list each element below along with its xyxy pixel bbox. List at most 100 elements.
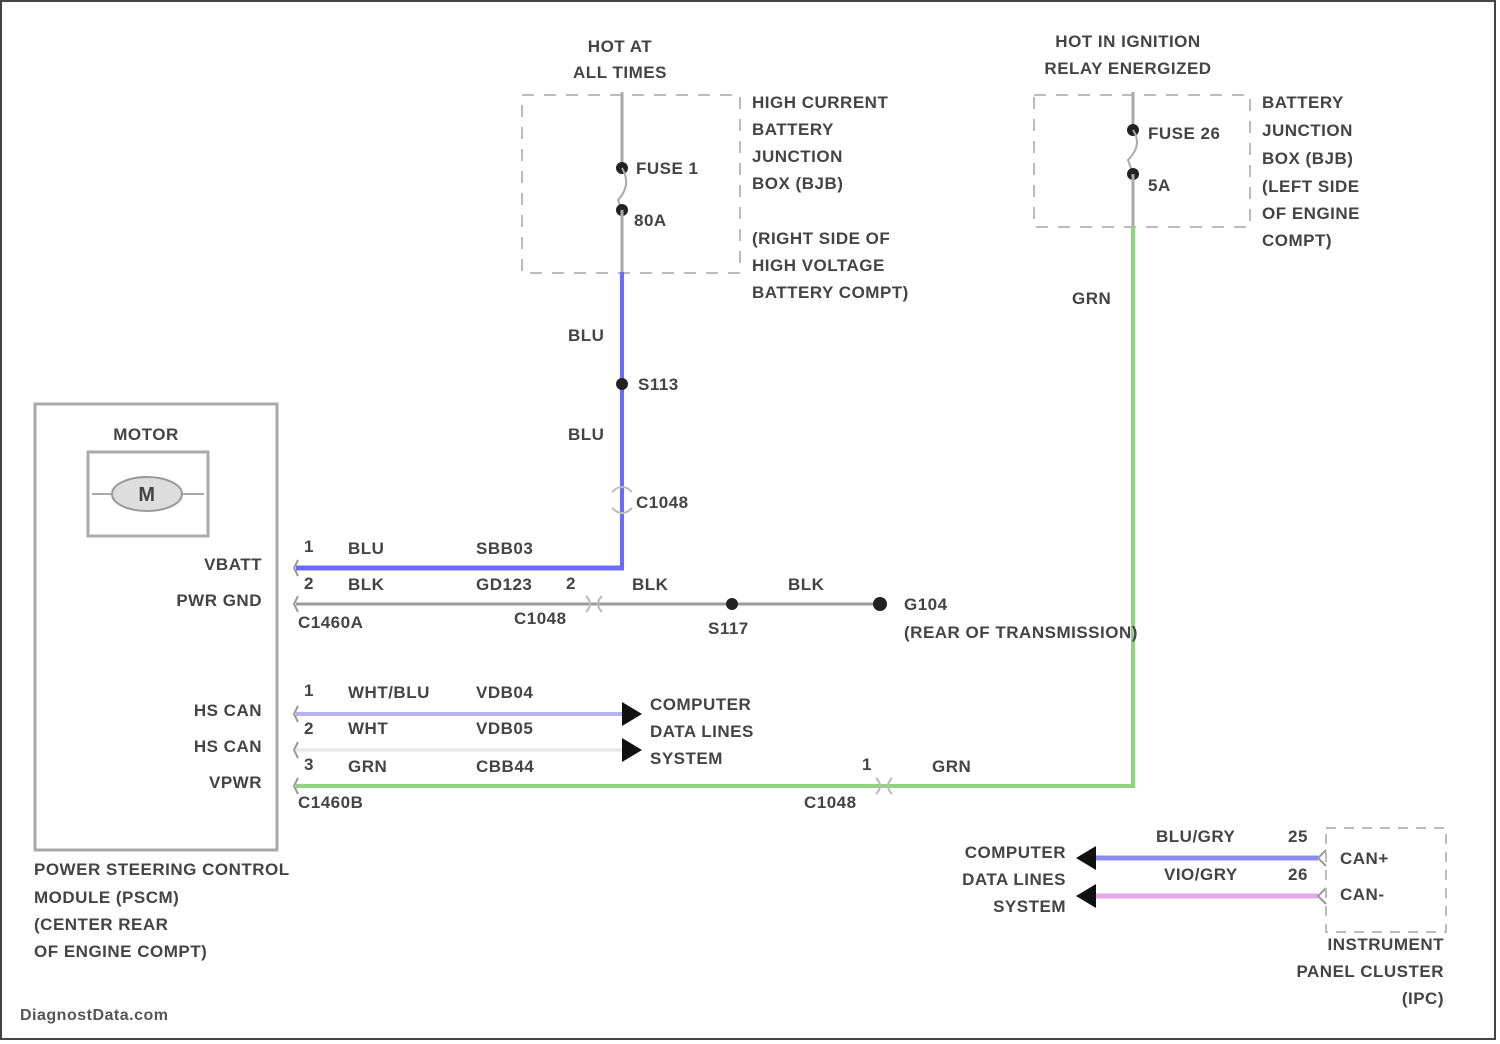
data-lines-line: COMPUTER <box>650 695 751 714</box>
vbatt-pin: 1 <box>304 537 314 556</box>
arrow-left-icon <box>1076 884 1096 908</box>
hscan-color-2: WHT <box>348 719 388 738</box>
ipc-name-line: INSTRUMENT <box>1328 935 1445 954</box>
connector-ipc-icon <box>1316 849 1327 905</box>
motor-label: MOTOR <box>113 425 178 444</box>
pscm-name-line: OF ENGINE COMPT) <box>34 942 207 961</box>
hscan-color-1: WHT/BLU <box>348 683 430 702</box>
gnd-color: BLK <box>348 575 385 594</box>
connector-c1460b-label: C1460B <box>298 793 363 812</box>
pin-label-hs-can-2: HS CAN <box>194 737 262 756</box>
fuse-26-icon <box>1126 129 1138 175</box>
arrow-right-icon <box>622 738 642 762</box>
pscm-name-line: (CENTER REAR <box>34 915 168 934</box>
pscm-name: POWER STEERING CONTROL MODULE (PSCM) (CE… <box>34 860 290 961</box>
bjb-desc-line: COMPT) <box>1262 231 1332 250</box>
hcbjb-desc-line: BOX (BJB) <box>752 174 843 193</box>
data-lines-left-label: COMPUTER DATA LINES SYSTEM <box>650 695 754 768</box>
pscm-name-line: POWER STEERING CONTROL <box>34 860 290 879</box>
wire-blu-upper-label: BLU <box>568 326 604 345</box>
connector-c1048-mid-label: C1048 <box>514 609 567 628</box>
splice-s117-icon <box>726 598 738 610</box>
gnd-pin: 2 <box>304 574 314 593</box>
pin-label-vpwr: VPWR <box>209 773 262 792</box>
bjb-box <box>1033 94 1251 228</box>
pin-label-vbatt: VBATT <box>204 555 262 574</box>
ipc-name-line: (IPC) <box>1402 989 1444 1008</box>
motor-symbol: M <box>138 484 155 506</box>
connector-c1460b-icon <box>292 705 299 795</box>
hcbjb-desc-line: HIGH CURRENT <box>752 93 888 112</box>
ipc-wire-2-color: VIO/GRY <box>1164 865 1238 884</box>
pscm-name-line: MODULE (PSCM) <box>34 888 179 907</box>
bjb-desc-line: BATTERY <box>1262 93 1344 112</box>
hcbjb-box <box>521 94 741 274</box>
ipc-name-line: PANEL CLUSTER <box>1296 962 1444 981</box>
gnd-color-3: BLK <box>788 575 825 594</box>
gnd-circuit: GD123 <box>476 575 532 594</box>
data-lines-line: SYSTEM <box>993 897 1066 916</box>
ipc-name: INSTRUMENT PANEL CLUSTER (IPC) <box>1296 935 1445 1008</box>
hot-at-all-times-line1: HOT AT <box>588 37 652 56</box>
data-lines-line: SYSTEM <box>650 749 723 768</box>
connector-c1048-top-label: C1048 <box>636 493 689 512</box>
hcbjb-desc-line: HIGH VOLTAGE <box>752 256 885 275</box>
data-lines-right-label: COMPUTER DATA LINES SYSTEM <box>962 843 1066 916</box>
hscan-pin-2: 2 <box>304 719 314 738</box>
arrow-left-icon <box>1076 846 1096 870</box>
hcbjb-desc-line: (RIGHT SIDE OF <box>752 229 890 248</box>
vpwr-color: GRN <box>348 757 387 776</box>
ipc-box <box>1325 827 1447 933</box>
connector-c1048-bottom-icon <box>875 777 893 795</box>
motor-icon <box>111 476 183 512</box>
vbatt-color: BLU <box>348 539 384 558</box>
hscan-pin-1: 1 <box>304 681 314 700</box>
hcbjb-description: HIGH CURRENT BATTERY JUNCTION BOX (BJB) … <box>752 93 909 302</box>
data-lines-line: DATA LINES <box>962 870 1066 889</box>
hot-at-all-times-line2: ALL TIMES <box>573 63 667 82</box>
ipc-wire-1-color: BLU/GRY <box>1156 827 1236 846</box>
data-lines-line: DATA LINES <box>650 722 754 741</box>
hcbjb-desc-line: JUNCTION <box>752 147 843 166</box>
splice-s113-label: S113 <box>638 375 679 394</box>
ipc-wire-1-pin: 25 <box>1288 827 1308 846</box>
hot-in-ignition-line2: RELAY ENERGIZED <box>1044 59 1211 78</box>
ipc-wire-2-signal: CAN- <box>1340 885 1385 904</box>
bjb-desc-line: OF ENGINE <box>1262 204 1360 223</box>
ipc-wire-1-signal: CAN+ <box>1340 849 1389 868</box>
wire-grn-vertical-label: GRN <box>1072 289 1111 308</box>
bjb-desc-line: BOX (BJB) <box>1262 149 1353 168</box>
hscan-circuit-2: VDB05 <box>476 719 533 738</box>
ground-g104-label: G104 <box>904 595 948 614</box>
bjb-desc-line: (LEFT SIDE <box>1262 177 1360 196</box>
watermark: DiagnostData.com <box>20 1007 168 1024</box>
vbatt-circuit: SBB03 <box>476 539 533 558</box>
pin-label-hs-can-1: HS CAN <box>194 701 262 720</box>
wire-blu-lower-label: BLU <box>568 425 604 444</box>
c1048-bottom-pin: 1 <box>862 755 872 774</box>
connector-c1048-top-icon <box>611 486 633 514</box>
pin-label-pwr-gnd: PWR GND <box>176 591 262 610</box>
hscan-circuit-1: VDB04 <box>476 683 533 702</box>
ground-g104-location: (REAR OF TRANSMISSION) <box>904 623 1138 642</box>
fuse-1-rating: 80A <box>634 211 667 230</box>
connector-c1460a-label: C1460A <box>298 613 363 632</box>
connector-c1048-bottom-label: C1048 <box>804 793 857 812</box>
fuse-1-label: FUSE 1 <box>636 159 699 178</box>
c1048-gnd-pin: 2 <box>566 574 576 593</box>
splice-s117-label: S117 <box>708 619 749 638</box>
vpwr-circuit: CBB44 <box>476 757 534 776</box>
splice-s113-icon <box>616 378 628 390</box>
data-lines-line: COMPUTER <box>965 843 1066 862</box>
hcbjb-desc-line: BATTERY <box>752 120 834 139</box>
motor-box <box>86 450 210 538</box>
gnd-color-2: BLK <box>632 575 669 594</box>
fuse-26-label: FUSE 26 <box>1148 124 1220 143</box>
fuse-26-rating: 5A <box>1148 176 1171 195</box>
connector-c1048-mid-icon <box>585 595 603 613</box>
bjb-description: BATTERY JUNCTION BOX (BJB) (LEFT SIDE OF… <box>1262 93 1360 250</box>
hcbjb-desc-line: BATTERY COMPT) <box>752 283 909 302</box>
ipc-wire-2-pin: 26 <box>1288 865 1308 884</box>
bjb-desc-line: JUNCTION <box>1262 121 1353 140</box>
